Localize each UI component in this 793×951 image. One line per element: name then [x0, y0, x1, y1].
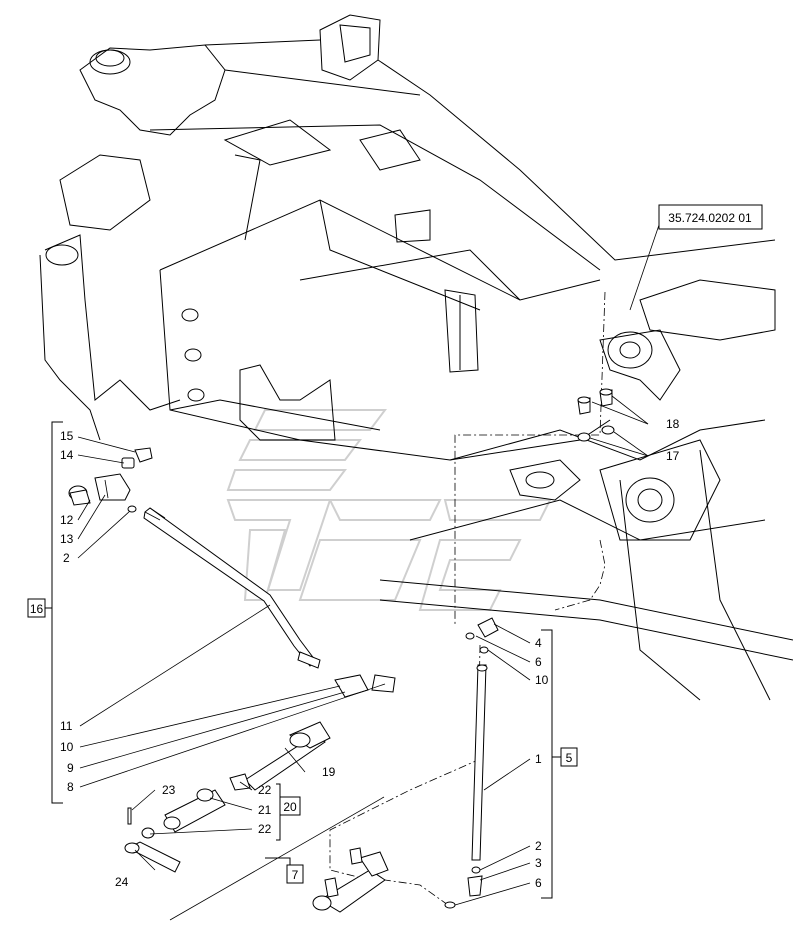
callout-18[interactable]: 18 [666, 417, 680, 431]
group-box-16[interactable]: 16 [27, 598, 46, 618]
left-linkage [68, 447, 396, 873]
group-box-5[interactable]: 5 [560, 747, 578, 767]
callout-6-top[interactable]: 6 [535, 655, 542, 669]
callout-10-left[interactable]: 10 [60, 740, 74, 754]
callout-2-left[interactable]: 2 [63, 551, 70, 565]
callout-2-right[interactable]: 2 [535, 839, 542, 853]
right-rod-assembly [312, 388, 615, 913]
callout-11[interactable]: 11 [60, 719, 73, 733]
callout-1[interactable]: 1 [535, 752, 542, 766]
group-label-7: 7 [292, 868, 299, 882]
callout-24[interactable]: 24 [115, 875, 129, 889]
group-label-20: 20 [283, 800, 297, 814]
chassis-frame [39, 14, 793, 701]
callout-12[interactable]: 12 [60, 513, 74, 527]
reference-callout[interactable]: 35.724.0202 01 [658, 204, 763, 230]
callout-8[interactable]: 8 [67, 780, 74, 794]
callout-numbers: 15 14 12 13 2 11 10 9 8 19 22 21 22 23 2… [60, 417, 680, 890]
callout-17[interactable]: 17 [666, 449, 680, 463]
callout-21[interactable]: 21 [258, 803, 272, 817]
callout-3[interactable]: 3 [535, 856, 542, 870]
reference-label: 35.724.0202 01 [668, 211, 752, 225]
callout-13[interactable]: 13 [60, 532, 74, 546]
group-box-20[interactable]: 20 [279, 796, 301, 816]
assembly-dash-lines [329, 291, 606, 906]
group-label-5: 5 [566, 751, 573, 765]
callout-4[interactable]: 4 [535, 636, 542, 650]
callout-23[interactable]: 23 [162, 783, 176, 797]
callout-22-top[interactable]: 22 [258, 783, 272, 797]
callout-6-bottom[interactable]: 6 [535, 876, 542, 890]
group-label-16: 16 [30, 602, 44, 616]
callout-10-right[interactable]: 10 [535, 673, 549, 687]
group-box-7[interactable]: 7 [286, 864, 304, 884]
callout-9[interactable]: 9 [67, 761, 74, 775]
callout-15[interactable]: 15 [60, 429, 74, 443]
callout-19[interactable]: 19 [322, 765, 336, 779]
callout-14[interactable]: 14 [60, 448, 74, 462]
callout-22-bottom[interactable]: 22 [258, 822, 272, 836]
